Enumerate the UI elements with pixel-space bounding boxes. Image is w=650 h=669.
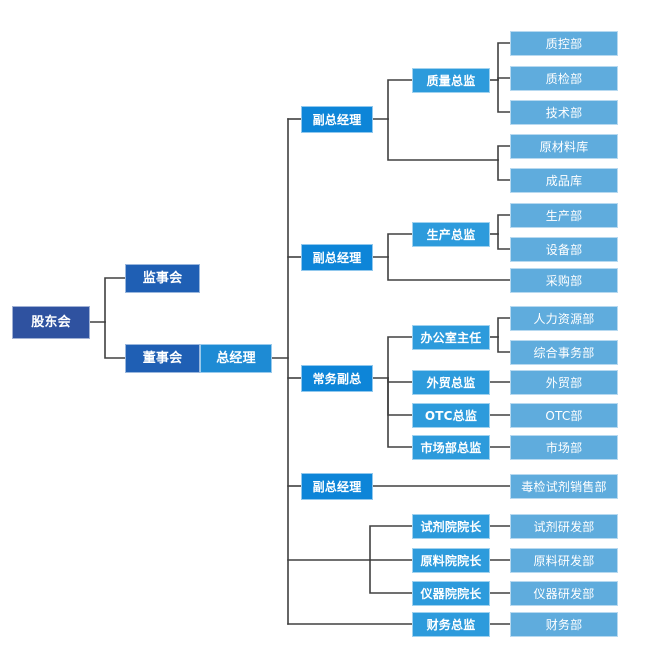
connector bbox=[387, 79, 413, 120]
connector bbox=[497, 233, 511, 250]
connector bbox=[497, 79, 511, 113]
connector bbox=[497, 42, 511, 81]
node-dir-finance[interactable]: 财务总监 bbox=[412, 612, 490, 637]
node-dept-finished-warehouse[interactable]: 成品库 bbox=[510, 168, 618, 193]
node-dept-purchasing[interactable]: 采购部 bbox=[510, 268, 618, 293]
node-dept-hr[interactable]: 人力资源部 bbox=[510, 306, 618, 331]
connector bbox=[497, 77, 511, 81]
connector bbox=[387, 233, 413, 258]
node-vp-production[interactable]: 副总经理 bbox=[301, 244, 373, 271]
node-dir-office[interactable]: 办公室主任 bbox=[412, 325, 490, 350]
node-dept-marketing[interactable]: 市场部 bbox=[510, 435, 618, 460]
connector bbox=[497, 159, 511, 181]
connector bbox=[497, 336, 511, 353]
node-dean-material[interactable]: 原料院院长 bbox=[412, 548, 490, 573]
node-dir-foreign-trade[interactable]: 外贸总监 bbox=[412, 370, 490, 395]
connector bbox=[387, 256, 511, 281]
connector bbox=[369, 559, 413, 594]
node-dept-reagent-rd[interactable]: 试剂研发部 bbox=[510, 514, 618, 539]
node-dept-qa[interactable]: 质检部 bbox=[510, 66, 618, 91]
connector bbox=[387, 336, 413, 379]
connector bbox=[104, 321, 126, 359]
node-dept-production[interactable]: 生产部 bbox=[510, 203, 618, 228]
node-dept-material-rd[interactable]: 原料研发部 bbox=[510, 548, 618, 573]
connector bbox=[497, 214, 511, 235]
node-dir-quality[interactable]: 质量总监 bbox=[412, 68, 490, 93]
connector bbox=[387, 377, 413, 383]
node-dept-tech[interactable]: 技术部 bbox=[510, 100, 618, 125]
node-dept-foreign-trade[interactable]: 外贸部 bbox=[510, 370, 618, 395]
connector bbox=[104, 277, 126, 323]
node-supervisory-board[interactable]: 监事会 bbox=[125, 264, 200, 293]
connector bbox=[497, 317, 511, 338]
node-exec-vp[interactable]: 常务副总 bbox=[301, 365, 373, 392]
node-dept-raw-warehouse[interactable]: 原材料库 bbox=[510, 134, 618, 159]
node-dir-marketing[interactable]: 市场部总监 bbox=[412, 435, 490, 460]
node-dir-production[interactable]: 生产总监 bbox=[412, 222, 490, 247]
node-dept-instrument-rd[interactable]: 仪器研发部 bbox=[510, 581, 618, 606]
node-board-of-directors[interactable]: 董事会 bbox=[125, 344, 200, 373]
connector bbox=[387, 377, 413, 416]
node-dept-finance[interactable]: 财务部 bbox=[510, 612, 618, 637]
connector bbox=[369, 525, 413, 561]
node-vp-toxicology[interactable]: 副总经理 bbox=[301, 473, 373, 500]
node-dir-otc[interactable]: OTC总监 bbox=[412, 403, 490, 428]
node-dept-qc[interactable]: 质控部 bbox=[510, 31, 618, 56]
node-general-manager[interactable]: 总经理 bbox=[200, 344, 272, 373]
connector bbox=[497, 145, 511, 161]
node-shareholders[interactable]: 股东会 bbox=[12, 306, 90, 339]
node-dept-general-affairs[interactable]: 综合事务部 bbox=[510, 340, 618, 365]
connector bbox=[387, 377, 413, 448]
node-dept-toxicology-sales[interactable]: 毒检试剂销售部 bbox=[510, 474, 618, 499]
node-vp-quality[interactable]: 副总经理 bbox=[301, 106, 373, 133]
connector bbox=[387, 118, 499, 161]
node-dean-reagent[interactable]: 试剂院院长 bbox=[412, 514, 490, 539]
node-dept-equipment[interactable]: 设备部 bbox=[510, 237, 618, 262]
node-dept-otc[interactable]: OTC部 bbox=[510, 403, 618, 428]
node-dean-instrument[interactable]: 仪器院院长 bbox=[412, 581, 490, 606]
